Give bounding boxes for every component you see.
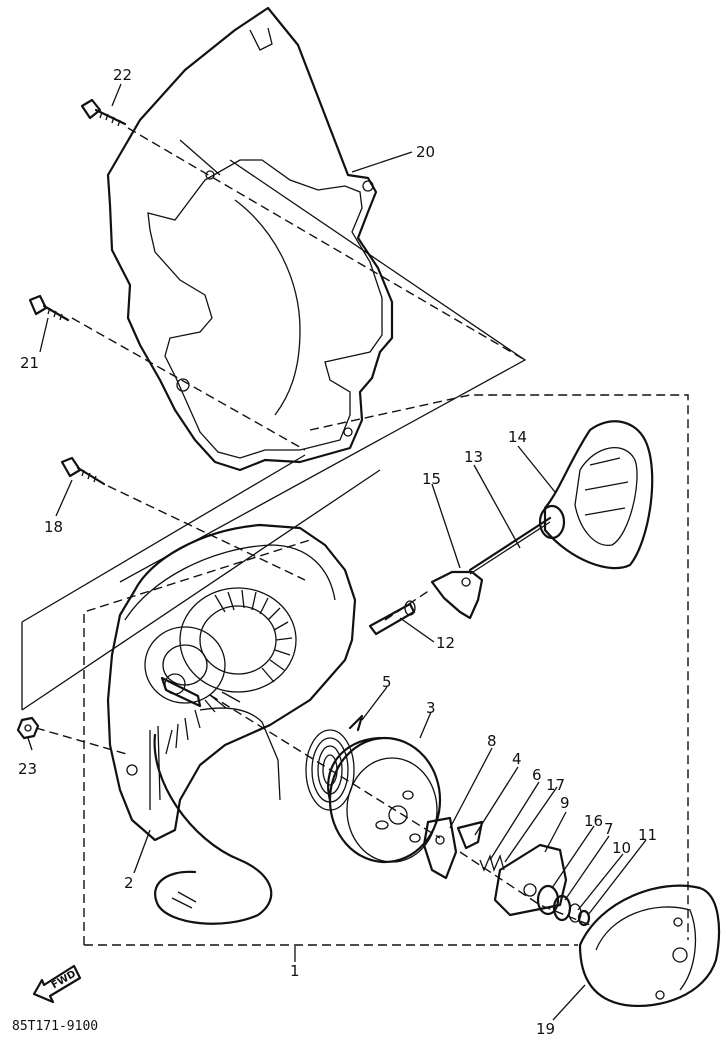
label-10: 10 [612,839,631,857]
starter-rope-part-13 [468,516,552,575]
pawl-part-8 [422,816,458,880]
starter-handle-part-14 [538,420,654,570]
label-2: 2 [124,874,134,892]
fan-blades [165,589,293,755]
label-4: 4 [512,750,522,768]
label-14: 14 [508,428,527,446]
forward-direction-arrow: FWD [32,964,82,1004]
bolt-part-11 [577,909,591,927]
label-16: 16 [584,812,603,830]
bolt-part-21 [28,294,70,322]
label-1: 1 [290,962,300,980]
friction-plate-part-4 [456,820,484,850]
drawing-code: 85T171-9100 [12,1019,98,1034]
bolt-part-18 [60,456,106,486]
spring-part-6 [479,854,505,872]
bracket-part-15 [430,570,484,620]
rope-guide-part-12 [368,600,416,636]
label-12: 12 [436,634,455,652]
label-9: 9 [560,794,570,812]
label-15: 15 [422,470,441,488]
label-8: 8 [487,732,497,750]
label-6: 6 [532,766,542,784]
plate-part-9 [493,843,568,917]
label-23: 23 [18,760,37,778]
part-number-labels: 22 20 21 14 13 15 18 12 5 3 8 4 23 6 17 … [18,66,657,1038]
nut-part-23 [16,716,40,740]
pulley-part-3 [327,736,442,864]
label-19: 19 [536,1020,555,1038]
label-3: 3 [426,699,436,717]
starter-housing-part-2 [106,523,357,925]
upper-cover-part-20 [106,6,394,472]
label-20: 20 [416,143,435,161]
label-13: 13 [464,448,483,466]
starter-cup-part-19 [578,884,721,1007]
label-5: 5 [382,673,392,691]
label-18: 18 [44,518,63,536]
phantom-lines [35,127,689,946]
bolt-part-22 [80,98,127,127]
washer-part-16 [536,884,560,916]
label-22: 22 [113,66,132,84]
label-17: 17 [546,776,565,794]
label-21: 21 [20,354,39,372]
reference-lines [21,159,527,711]
leader-lines [27,83,647,1021]
label-11: 11 [638,826,657,844]
label-7: 7 [604,820,614,838]
